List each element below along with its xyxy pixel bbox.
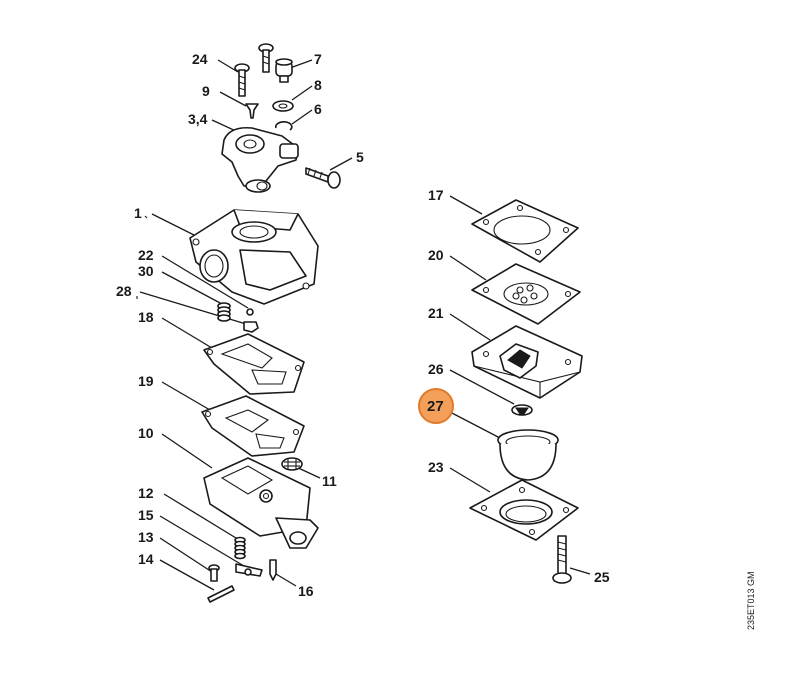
label-15[interactable]: 15 — [138, 507, 154, 523]
label-11[interactable]: 11 — [322, 473, 337, 489]
label-7[interactable]: 7 — [314, 51, 322, 67]
label-5[interactable]: 5 — [356, 149, 364, 165]
label-19[interactable]: 19 — [138, 373, 154, 389]
label-9[interactable]: 9 — [202, 83, 210, 99]
part-7-knob — [275, 58, 293, 83]
label-23[interactable]: 23 — [428, 459, 444, 475]
part-19-diaphragm — [201, 395, 305, 457]
part-30-spring — [217, 302, 231, 322]
label-16[interactable]: 16 — [298, 583, 314, 599]
part-16-needle — [269, 559, 277, 581]
part-25-screw — [552, 535, 572, 584]
part-18-gasket — [203, 333, 305, 395]
label-3-4[interactable]: 3,4 — [188, 111, 208, 127]
part-24-screw — [234, 63, 250, 97]
part-15-lever — [235, 563, 263, 577]
part-14-pin — [207, 585, 235, 603]
part-labels: 24 7 9 8 3,4 6 5 1 22 30 28 18 19 10 11 … — [116, 51, 610, 599]
part-12-spring — [234, 536, 246, 560]
part-20-valve-plate — [471, 263, 581, 325]
part-3-4-lever — [221, 126, 299, 193]
label-6[interactable]: 6 — [314, 101, 322, 117]
part-10-cover — [203, 457, 319, 549]
label-25[interactable]: 25 — [594, 569, 610, 585]
label-24[interactable]: 24 — [192, 51, 208, 67]
part-23-plate — [469, 479, 579, 541]
label-26[interactable]: 26 — [428, 361, 444, 377]
diagram-code: 235ET013 GM — [746, 571, 756, 630]
part-17-gasket — [471, 199, 579, 263]
part-top-screw — [258, 43, 274, 73]
label-30[interactable]: 30 — [138, 263, 154, 279]
label-22[interactable]: 22 — [138, 247, 154, 263]
part-27-highlight-circle[interactable] — [418, 388, 454, 424]
part-1-body — [189, 209, 319, 305]
label-12[interactable]: 12 — [138, 485, 154, 501]
part-22-ring — [246, 308, 254, 316]
label-27[interactable]: 27 — [427, 398, 444, 415]
part-8-washer — [272, 100, 294, 112]
label-8[interactable]: 8 — [314, 77, 322, 93]
label-10[interactable]: 10 — [138, 425, 154, 441]
part-6-clip — [275, 121, 293, 131]
label-18[interactable]: 18 — [138, 309, 154, 325]
label-ticks — [136, 215, 148, 299]
part-28-nut — [243, 321, 259, 333]
part-21-housing — [471, 325, 583, 399]
label-20[interactable]: 20 — [428, 247, 444, 263]
label-13[interactable]: 13 — [138, 529, 154, 545]
label-1[interactable]: 1 — [134, 205, 142, 221]
leader-lines — [139, 59, 591, 591]
label-21[interactable]: 21 — [428, 305, 444, 321]
part-13-screw — [208, 564, 220, 582]
label-28[interactable]: 28 — [116, 283, 132, 299]
part-9-pin — [245, 103, 259, 119]
part-5-screw — [305, 167, 341, 189]
part-27-primer-bulb — [497, 429, 559, 481]
part-11-filter — [281, 457, 303, 471]
part-26-valve — [511, 404, 533, 416]
label-14[interactable]: 14 — [138, 551, 154, 567]
label-17[interactable]: 17 — [428, 187, 444, 203]
